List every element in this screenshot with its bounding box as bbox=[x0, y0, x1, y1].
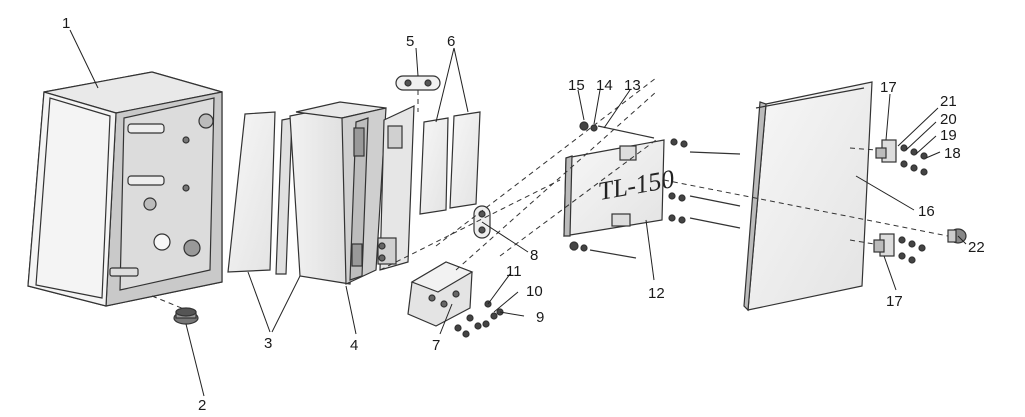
housing-box bbox=[27, 71, 223, 307]
callout-3: 3 bbox=[264, 335, 272, 352]
assembly-axes bbox=[379, 77, 949, 271]
hinge-upper bbox=[875, 139, 928, 176]
inner-module bbox=[289, 101, 387, 285]
cable-grommet bbox=[151, 295, 199, 325]
callout-22: 22 bbox=[968, 239, 985, 256]
callout-5: 5 bbox=[406, 33, 414, 50]
callout-2: 2 bbox=[198, 397, 206, 414]
callout-9: 9 bbox=[536, 309, 544, 326]
callout-20: 20 bbox=[940, 111, 957, 128]
small-panels bbox=[419, 111, 481, 215]
nameplate-bracket: TL-150 bbox=[563, 139, 676, 237]
cover-panel bbox=[743, 81, 873, 312]
callout-1: 1 bbox=[62, 15, 70, 32]
callout-11: 11 bbox=[506, 263, 522, 280]
hinge-lower bbox=[873, 233, 926, 264]
insulation-plates bbox=[227, 111, 293, 275]
callout-13: 13 bbox=[624, 77, 641, 94]
callout-6: 6 bbox=[447, 33, 455, 50]
callout-17-lower: 17 bbox=[886, 293, 903, 310]
screw-set bbox=[454, 300, 504, 338]
terminal-block bbox=[407, 261, 474, 327]
callout-17-upper: 17 bbox=[880, 79, 897, 96]
callout-7: 7 bbox=[432, 337, 440, 354]
callout-16: 16 bbox=[918, 203, 935, 220]
callout-21: 21 bbox=[940, 93, 957, 110]
long-bolts bbox=[569, 121, 741, 259]
callout-14: 14 bbox=[596, 77, 613, 94]
callout-4: 4 bbox=[350, 337, 358, 354]
callout-12: 12 bbox=[648, 285, 665, 302]
callout-15: 15 bbox=[568, 77, 585, 94]
clip-frame bbox=[377, 75, 441, 271]
callout-19: 19 bbox=[940, 127, 957, 144]
callout-18: 18 bbox=[944, 145, 961, 162]
callout-8: 8 bbox=[530, 247, 538, 264]
leader-lines bbox=[69, 29, 967, 397]
callout-10: 10 bbox=[526, 283, 543, 300]
callout-numbers: 1 2 3 4 5 6 7 8 9 10 11 12 13 14 15 16 1… bbox=[62, 15, 985, 414]
